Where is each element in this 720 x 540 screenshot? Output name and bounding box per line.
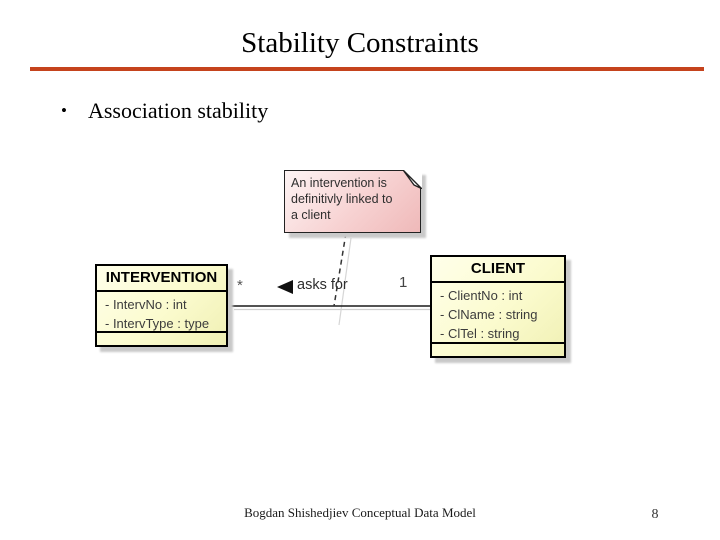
class-attribute: - ClName : string bbox=[440, 307, 538, 322]
note-fold-corner-icon bbox=[402, 169, 422, 189]
page-number: 8 bbox=[651, 507, 659, 522]
class-operations-empty bbox=[97, 331, 226, 345]
class-name: INTERVENTION bbox=[97, 266, 226, 292]
bullet-icon: • bbox=[61, 101, 67, 120]
multiplicity-client-side: 1 bbox=[399, 274, 408, 291]
class-operations-empty bbox=[432, 342, 564, 356]
uml-class-client: CLIENT - ClientNo : int - ClName : strin… bbox=[430, 255, 566, 358]
note-line: definitivly linked to bbox=[291, 192, 393, 206]
class-name: CLIENT bbox=[432, 257, 564, 283]
class-attribute: - ClTel : string bbox=[440, 326, 520, 341]
page-title: Stability Constraints bbox=[241, 27, 479, 59]
navigability-arrow-icon bbox=[277, 280, 293, 294]
note-line: a client bbox=[291, 208, 331, 222]
footer-text: Bogdan Shishedjiev Conceptual Data Model bbox=[244, 505, 476, 520]
bullet-item: • Association stability bbox=[61, 96, 268, 126]
multiplicity-intervention-side: * bbox=[237, 277, 243, 294]
class-attributes: - IntervNo : int - IntervType : type bbox=[97, 292, 226, 331]
class-attribute: - ClientNo : int bbox=[440, 288, 523, 303]
association-label: asks for bbox=[297, 277, 348, 293]
uml-note: An intervention is definitivly linked to… bbox=[284, 169, 422, 233]
note-line: An intervention is bbox=[291, 176, 387, 190]
class-attributes: - ClientNo : int - ClName : string - ClT… bbox=[432, 283, 564, 342]
title-divider-rule bbox=[30, 67, 704, 71]
note-text: An intervention is definitivly linked to… bbox=[285, 171, 420, 223]
class-attribute: - IntervType : type bbox=[105, 316, 210, 331]
bullet-item-label: Association stability bbox=[87, 98, 269, 123]
note-anchor-dashed-line bbox=[333, 232, 347, 307]
uml-class-intervention: INTERVENTION - IntervNo : int - IntervTy… bbox=[95, 264, 228, 347]
class-attribute: - IntervNo : int bbox=[105, 297, 187, 312]
